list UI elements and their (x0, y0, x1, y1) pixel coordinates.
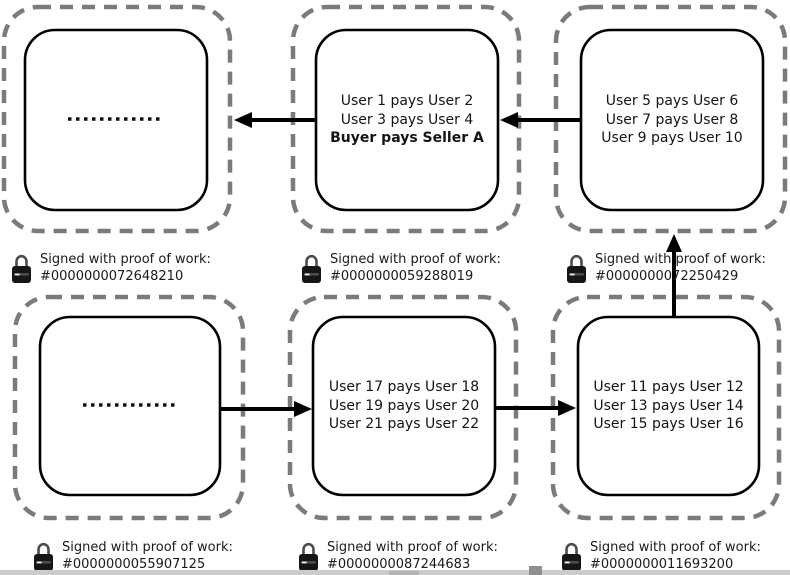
proof-caption: Signed with proof of work: (327, 540, 498, 555)
proof-caption: Signed with proof of work: (62, 540, 233, 555)
block-bottom-middle-transactions: User 17 pays User 18 User 19 pays User 2… (313, 317, 495, 495)
lock-icon (562, 542, 581, 571)
arrow-top-middle-to-top-left (234, 112, 316, 128)
bottom-edge-mark (389, 571, 419, 575)
arrow-bottom-left-to-bottom-middle (220, 401, 312, 417)
proof-hash: #0000000087244683 (327, 557, 471, 572)
transaction-line: User 15 pays User 16 (593, 416, 744, 433)
transaction-line: User 5 pays User 6 (605, 93, 739, 110)
proof-of-work-label: Signed with proof of work: #000000008724… (297, 539, 498, 573)
block-bottom-left-inner-box (38, 315, 222, 497)
block-top-right-transactions: User 5 pays User 6 User 7 pays User 8 Us… (581, 30, 763, 210)
transaction-line: User 9 pays User 10 (601, 130, 743, 147)
transaction-line: User 17 pays User 18 (328, 379, 480, 396)
block-bottom-right-inner-box (576, 315, 761, 497)
block-top-right-inner-box (579, 28, 765, 212)
arrow-bottom-middle-to-bottom-right (495, 400, 576, 416)
transaction-line: User 3 pays User 4 (340, 111, 474, 128)
lock-icon (299, 542, 318, 571)
block-bottom-middle-inner-box (311, 315, 497, 497)
lock-icon (302, 254, 321, 283)
proof-caption: Signed with proof of work: (595, 252, 766, 267)
proof-of-work-label: Signed with proof of work: #000000005928… (300, 251, 501, 285)
proof-hash: #0000000059288019 (330, 269, 474, 284)
block-top-left-dashed-outline (1, 4, 233, 234)
proof-caption: Signed with proof of work: (330, 252, 501, 267)
proof-hash: #0000000011693200 (590, 557, 734, 572)
lock-icon (12, 254, 31, 283)
transaction-line: User 1 pays User 2 (340, 93, 474, 110)
transaction-line: User 7 pays User 8 (605, 111, 739, 128)
lock-icon (34, 542, 53, 571)
proof-hash: #0000000072648210 (40, 269, 184, 284)
proof-caption: Signed with proof of work: (40, 252, 211, 267)
proof-hash: #0000000055907125 (62, 557, 206, 572)
block-top-middle-inner-box (314, 28, 500, 212)
transaction-line: User 19 pays User 20 (328, 397, 480, 414)
proof-of-work-label: Signed with proof of work: #000000001169… (560, 539, 761, 573)
block-bottom-right-transactions: User 11 pays User 12 User 13 pays User 1… (578, 317, 759, 495)
transaction-line-emphasized: Buyer pays Seller A (330, 130, 484, 147)
arrow-top-right-to-top-middle (500, 112, 581, 128)
block-top-middle-transactions: User 1 pays User 2 User 3 pays User 4 Bu… (316, 30, 498, 210)
proof-caption: Signed with proof of work: (590, 540, 761, 555)
bottom-edge-mark (529, 566, 542, 575)
transaction-line: User 13 pays User 14 (593, 397, 744, 414)
proof-of-work-label: Signed with proof of work: #000000007225… (565, 251, 766, 285)
arrow-bottom-right-to-top-right (666, 234, 682, 317)
transaction-line: User 11 pays User 12 (593, 379, 744, 396)
proof-of-work-label: Signed with proof of work: #000000005590… (32, 539, 233, 573)
transaction-line: User 21 pays User 22 (328, 416, 480, 433)
proof-hash: #0000000072250429 (595, 269, 739, 284)
proof-of-work-label: Signed with proof of work: #000000007264… (10, 251, 211, 285)
lock-icon (567, 254, 586, 283)
